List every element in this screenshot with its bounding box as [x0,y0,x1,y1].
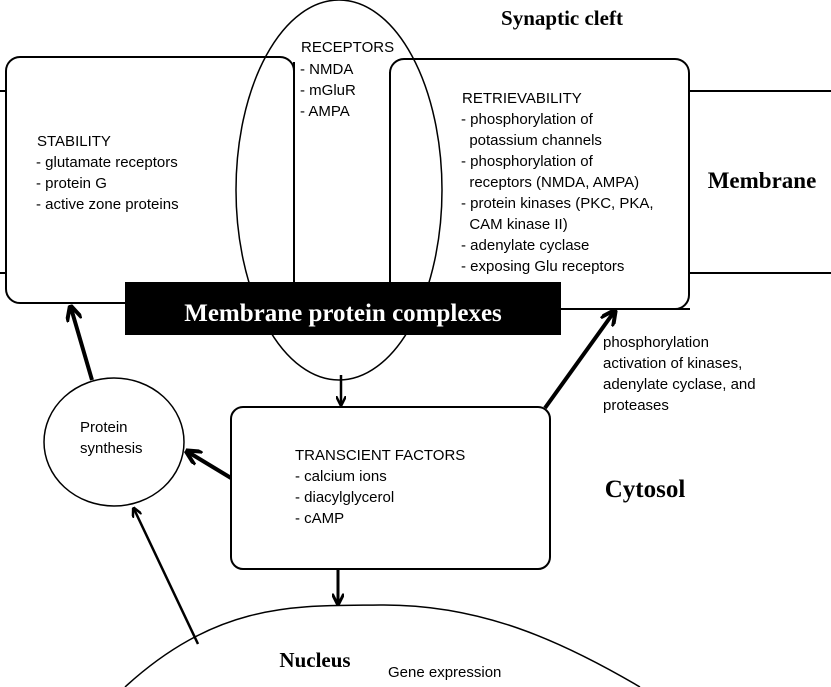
arrow-transcient-to-retrievability [543,312,614,410]
stability-title: STABILITY [37,133,111,150]
receptors-title: RECEPTORS [301,39,394,56]
retrievability-line: - exposing Glu receptors [461,258,624,275]
retrievability-line: - phosphorylation of [461,111,594,128]
banner-label: Membrane protein complexes [184,300,502,327]
retrievability-title: RETRIEVABILITY [462,90,582,107]
phosphorylation-note: proteases [603,397,669,414]
protein-synthesis-label: synthesis [80,440,143,457]
transcient-item: - cAMP [295,510,344,527]
transcient-item: - diacylglycerol [295,489,394,506]
arrow-transcient-to-synthesis [188,452,233,480]
phosphorylation-note: adenylate cyclase, and [603,376,756,393]
transcient-item: - calcium ions [295,468,387,485]
receptor-item: - NMDA [300,61,353,78]
retrievability-line: - phosphorylation of [461,153,594,170]
stability-item: - glutamate receptors [36,154,178,171]
arrow-nucleus-to-synthesis [134,509,200,645]
retrievability-line: - protein kinases (PKC, PKA, [461,195,654,212]
nucleus-arc [124,604,641,687]
stability-item: - protein G [36,175,107,192]
receptor-item: - mGluR [300,82,356,99]
retrievability-line: potassium channels [461,132,602,149]
transcient-factors-box [230,406,551,570]
nucleus-label: Nucleus [279,648,350,672]
synaptic-cleft-label: Synaptic cleft [501,6,623,30]
phosphorylation-note: phosphorylation [603,334,709,351]
retrievability-line: receptors (NMDA, AMPA) [461,174,639,191]
retrievability-line: - adenylate cyclase [461,237,589,254]
transcient-title: TRANSCIENT FACTORS [295,447,465,464]
gene-expression-label: Gene expression [388,664,501,681]
protein-synthesis-label: Protein [80,419,128,436]
membrane-label: Membrane [708,168,817,193]
protein-synthesis-circle [43,377,185,507]
membrane-protein-complexes-banner [125,282,561,335]
receptor-item: - AMPA [300,103,350,120]
arrow-synthesis-to-stability [71,308,94,381]
retrievability-line: CAM kinase II) [461,216,568,233]
phosphorylation-note: activation of kinases, [603,355,742,372]
cytosol-label: Cytosol [605,476,686,503]
stability-item: - active zone proteins [36,196,179,213]
receptors-ellipse [235,0,443,381]
